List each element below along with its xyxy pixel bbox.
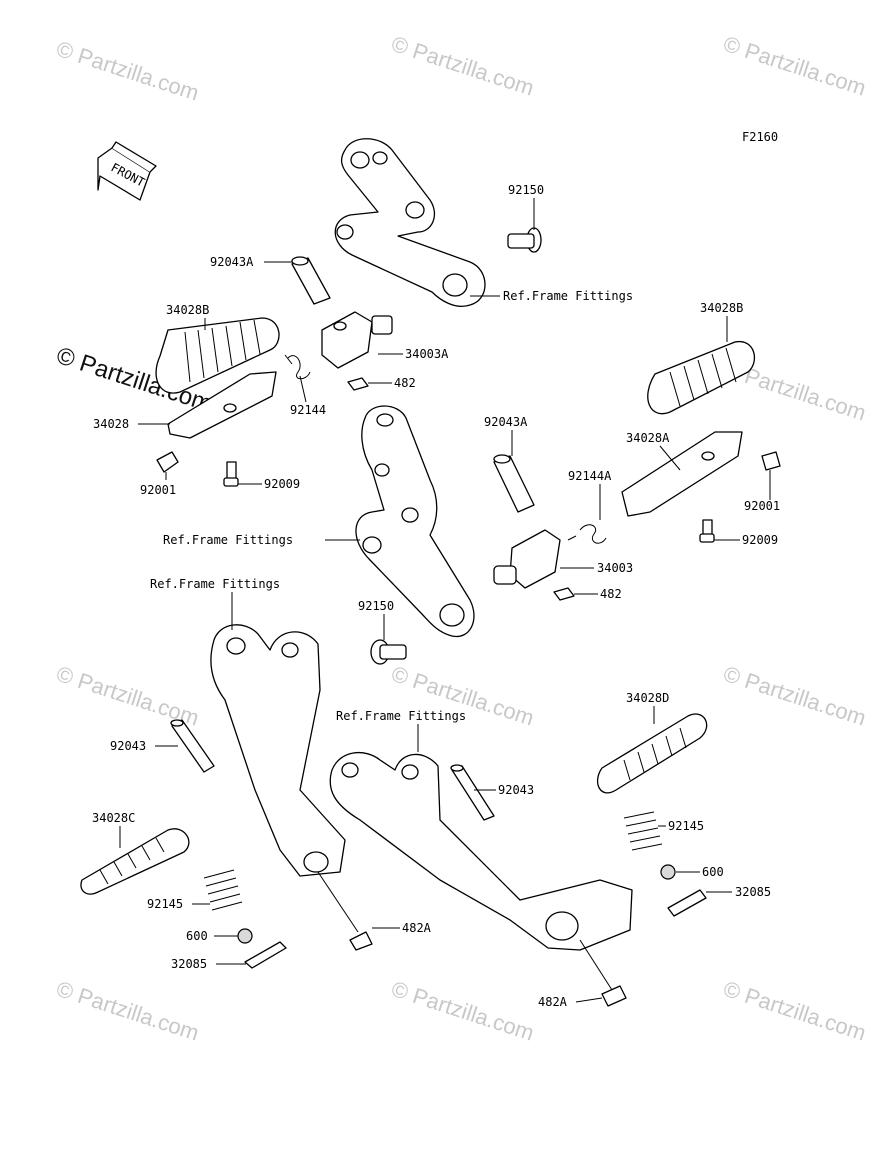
watermark: © Partzilla.com [388, 976, 537, 1046]
footpeg-34028B-right [647, 341, 756, 415]
bolt-92150-mid [370, 639, 407, 665]
label-34028D: 34028D [626, 691, 669, 705]
bolt-92009-right [699, 519, 715, 543]
ball-482-top [347, 377, 369, 391]
front-arrow-icon: FRONT [97, 141, 157, 201]
footpeg-34028B-left [155, 317, 280, 394]
footpeg-34028D [597, 713, 708, 794]
label-92043-right: 92043 [498, 783, 534, 797]
pivot-34003A [321, 311, 393, 369]
label-482A-left: 482A [402, 921, 432, 935]
label-92144A: 92144A [568, 469, 612, 483]
label-92145-left: 92145 [147, 897, 183, 911]
pin-92043A-top [291, 256, 331, 305]
label-ref-frame-lowleft: Ref.Frame Fittings [150, 577, 280, 591]
label-482A-right: 482A [538, 995, 568, 1009]
spring-92144 [284, 354, 311, 380]
label-92150-mid: 92150 [358, 599, 394, 613]
watermark: © Partzilla.com [388, 31, 537, 101]
label-32085-right: 32085 [735, 885, 771, 899]
watermark: © Partzilla.com [720, 31, 869, 101]
spring-92145-right [623, 811, 663, 851]
upper-front-bracket [334, 138, 486, 307]
figure-code: F2160 [742, 130, 778, 144]
label-34028C: 34028C [92, 811, 135, 825]
washer-482A-right [601, 985, 627, 1007]
label-32085-left: 32085 [171, 957, 207, 971]
label-92043-left: 92043 [110, 739, 146, 753]
label-92144: 92144 [290, 403, 326, 417]
label-34028: 34028 [93, 417, 129, 431]
plunger-32085-left [244, 941, 287, 969]
footpeg-34028C [80, 828, 190, 895]
spring-92145-left [203, 869, 243, 911]
pin-92043-left [170, 719, 215, 773]
pivot-34003 [493, 529, 561, 589]
lower-right-bracket [329, 751, 633, 951]
part-labels: 92150 92043A Ref.Frame Fittings 34028B 3… [92, 183, 780, 1009]
label-92150-top: 92150 [508, 183, 544, 197]
label-92009-left: 92009 [264, 477, 300, 491]
pin-92043A-mid [493, 454, 535, 513]
bolt-92001-right [761, 451, 781, 471]
watermark: © Partzilla.com [720, 976, 869, 1046]
watermark: © Partzilla.com [720, 661, 869, 731]
leader-lines [119, 198, 771, 1003]
spring-92144A [567, 524, 607, 544]
label-34028B-right: 34028B [700, 301, 743, 315]
footpeg-34028A-right [621, 431, 743, 517]
bolt-92009-left [223, 461, 239, 487]
label-92043A-top: 92043A [210, 255, 254, 269]
label-34028A: 34028A [626, 431, 670, 445]
middle-bracket [355, 405, 475, 638]
label-ref-frame-top: Ref.Frame Fittings [503, 289, 633, 303]
pin-92043-right [450, 764, 495, 821]
ball-482-mid [553, 587, 575, 601]
watermark: © Partzilla.com [53, 36, 202, 106]
label-ref-frame-mid: Ref.Frame Fittings [163, 533, 293, 547]
plunger-32085-right [667, 889, 707, 917]
label-92009-right: 92009 [742, 533, 778, 547]
bolt-92001-left [156, 451, 179, 473]
label-92001-left: 92001 [140, 483, 176, 497]
footpeg-34028-left [167, 371, 277, 439]
label-482-top: 482 [394, 376, 416, 390]
label-92001-right: 92001 [744, 499, 780, 513]
label-92145-right: 92145 [668, 819, 704, 833]
lower-left-bracket [210, 624, 346, 877]
ball-600-right [660, 864, 676, 880]
label-482-mid: 482 [600, 587, 622, 601]
bolt-92150-top [507, 227, 542, 253]
label-ref-frame-lowmid: Ref.Frame Fittings [336, 709, 466, 723]
ball-600-left [237, 928, 253, 944]
label-600-left: 600 [186, 929, 208, 943]
watermark: © Partzilla.com [53, 976, 202, 1046]
label-600-right: 600 [702, 865, 724, 879]
label-34003A: 34003A [405, 347, 449, 361]
washer-482A-left [349, 931, 373, 951]
label-34003: 34003 [597, 561, 633, 575]
label-34028B-left: 34028B [166, 303, 209, 317]
label-92043A-mid: 92043A [484, 415, 528, 429]
